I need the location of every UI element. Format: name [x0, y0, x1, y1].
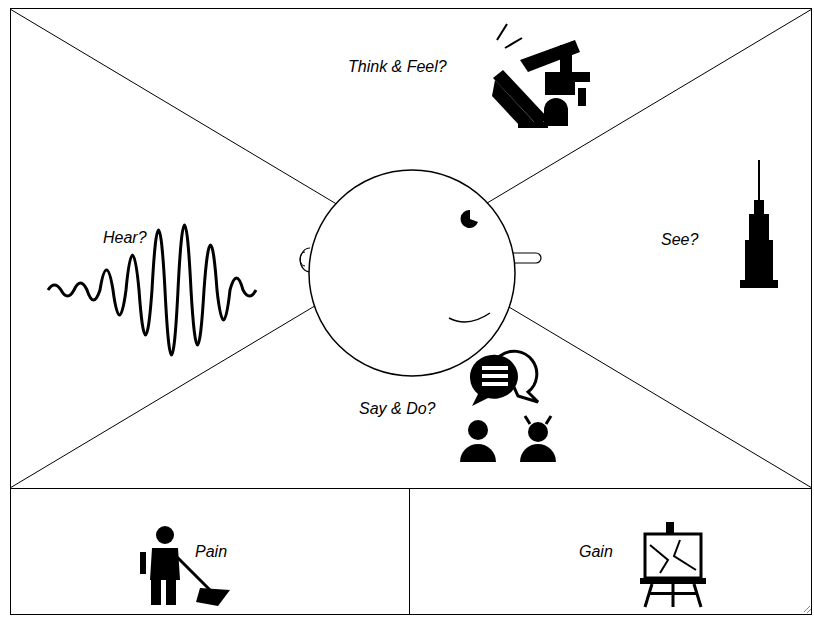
conversation-icon — [460, 351, 556, 462]
resize-grip — [804, 606, 811, 613]
divider-line — [10, 9, 812, 488]
region-label: Pain — [193, 543, 229, 561]
region-label: See? — [659, 231, 700, 249]
divider-line — [10, 9, 812, 488]
region-label: Hear? — [101, 229, 149, 247]
head-figure — [300, 170, 541, 376]
quadrant-region: Hear? — [101, 229, 149, 247]
thinking-person-icon — [492, 24, 590, 128]
quadrant-region: Think & Feel? — [346, 58, 449, 76]
pain-panel: Pain — [10, 488, 410, 615]
skyscraper-icon — [740, 160, 778, 288]
region-label: Gain — [577, 543, 615, 561]
sound-wave-icon — [48, 225, 256, 355]
easel-icon — [640, 522, 706, 607]
digging-person-icon — [140, 526, 230, 606]
quadrant-region: Say & Do? — [357, 400, 437, 418]
region-label: Think & Feel? — [346, 58, 449, 76]
frame — [11, 9, 812, 615]
quadrant-region: See? — [659, 231, 700, 249]
gain-panel: Gain — [409, 488, 812, 615]
region-label: Say & Do? — [357, 400, 437, 418]
